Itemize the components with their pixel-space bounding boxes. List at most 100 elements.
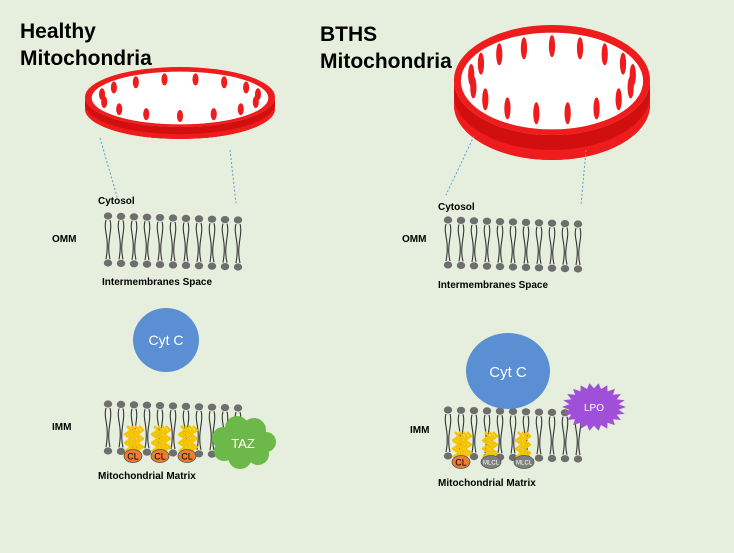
cl-label: CL <box>181 452 193 462</box>
crista <box>116 103 123 116</box>
lipid-head <box>443 406 453 414</box>
lipid-head <box>168 261 178 269</box>
crista <box>110 81 117 94</box>
cl-label: CL <box>127 452 139 462</box>
bths-intermembrane-label: Intermembranes Space <box>438 280 548 291</box>
lipid-head <box>116 212 126 220</box>
acyl-chain <box>522 431 532 459</box>
lipid-head <box>181 214 191 222</box>
lipid-head <box>547 264 557 272</box>
acyl-chain <box>455 431 465 459</box>
crista <box>252 95 259 108</box>
lipid-head <box>168 449 178 457</box>
lipid-head <box>155 214 165 222</box>
lipid-head <box>469 217 479 225</box>
lipid-head <box>168 214 178 222</box>
lipid-head <box>103 400 113 408</box>
lipid-head <box>207 215 217 223</box>
crista <box>504 97 511 120</box>
lipid-head <box>573 265 583 273</box>
lipid-head <box>443 261 453 269</box>
lipid-head <box>220 404 230 412</box>
bths-omm-bilayer <box>443 216 583 273</box>
lipid-head <box>194 215 204 223</box>
lipid-head <box>534 408 544 416</box>
crista <box>161 73 168 86</box>
bths-zoom-line-left <box>445 135 475 196</box>
crista <box>496 43 503 66</box>
lipid-head <box>560 455 570 463</box>
crista <box>564 102 571 125</box>
crista <box>221 76 228 89</box>
acyl-chain <box>162 425 172 453</box>
lipid-head <box>233 216 243 224</box>
lipid-head <box>573 455 583 463</box>
healthy-title-line1: Healthy <box>20 20 96 43</box>
crista <box>533 102 540 125</box>
acyl-chain <box>131 425 141 453</box>
crista <box>548 35 556 58</box>
lipid-head <box>534 264 544 272</box>
healthy-taz-label: TAZ <box>231 436 255 451</box>
lipid-head <box>103 212 113 220</box>
acyl-chain <box>451 431 461 459</box>
healthy-omm-bilayer <box>103 212 243 271</box>
mlcl-head <box>480 455 502 469</box>
acyl-chain <box>181 425 191 453</box>
lipid-head <box>482 217 492 225</box>
lipid-head <box>103 259 113 267</box>
crista <box>615 88 622 111</box>
healthy-taz-enzyme: TAZ <box>212 416 276 469</box>
lipid-head <box>181 261 191 269</box>
acyl-chain <box>189 425 199 453</box>
healthy-cyt-c-label: Cyt C <box>149 332 184 348</box>
crista <box>619 52 627 75</box>
crista <box>243 81 250 94</box>
lipid-head <box>508 263 518 271</box>
acyl-chain <box>185 425 195 453</box>
lipid-head <box>547 454 557 462</box>
bths-matrix-label: Mitochondrial Matrix <box>438 478 536 489</box>
lipid-head <box>560 265 570 273</box>
lipid-head <box>233 404 243 412</box>
lipid-head <box>469 262 479 270</box>
acyl-chain <box>463 431 473 459</box>
cardiolipin-head <box>150 449 170 463</box>
lipid-head <box>534 219 544 227</box>
cardiolipin-head <box>177 449 197 463</box>
lipid-head <box>547 408 557 416</box>
acyl-chain <box>123 425 133 453</box>
bths-title-line2: Mitochondria <box>320 50 452 73</box>
lipid-head <box>129 260 139 268</box>
bths-omm-label: OMM <box>402 234 426 245</box>
crista <box>143 108 150 121</box>
lipid-head <box>495 263 505 271</box>
lipid-head <box>456 406 466 414</box>
lipid-head <box>534 454 544 462</box>
lipid-head <box>495 407 505 415</box>
crista <box>132 76 139 89</box>
bths-cyt-c-protein <box>466 333 550 409</box>
bths-cyt-c-label: Cyt C <box>489 364 527 381</box>
lipid-head <box>116 447 126 455</box>
crista <box>477 52 485 75</box>
lipid-head <box>573 220 583 228</box>
mlcl-label: MLCL <box>483 461 500 467</box>
lipid-head <box>155 402 165 410</box>
crista <box>593 97 600 120</box>
lipid-head <box>508 218 518 226</box>
lipid-head <box>495 218 505 226</box>
acyl-chain <box>158 425 168 453</box>
acyl-chain <box>177 425 187 453</box>
acyl-chain <box>481 431 491 459</box>
lipid-head <box>142 260 152 268</box>
lipid-head <box>194 403 204 411</box>
healthy-imm-label: IMM <box>52 422 71 433</box>
acyl-chain <box>514 431 524 459</box>
lipid-head <box>547 219 557 227</box>
bths-zoom-line-right <box>580 149 587 206</box>
healthy-panel: Healthy Mitochondria Cytosol OMM Interme… <box>20 20 276 482</box>
acyl-chain <box>150 425 160 453</box>
